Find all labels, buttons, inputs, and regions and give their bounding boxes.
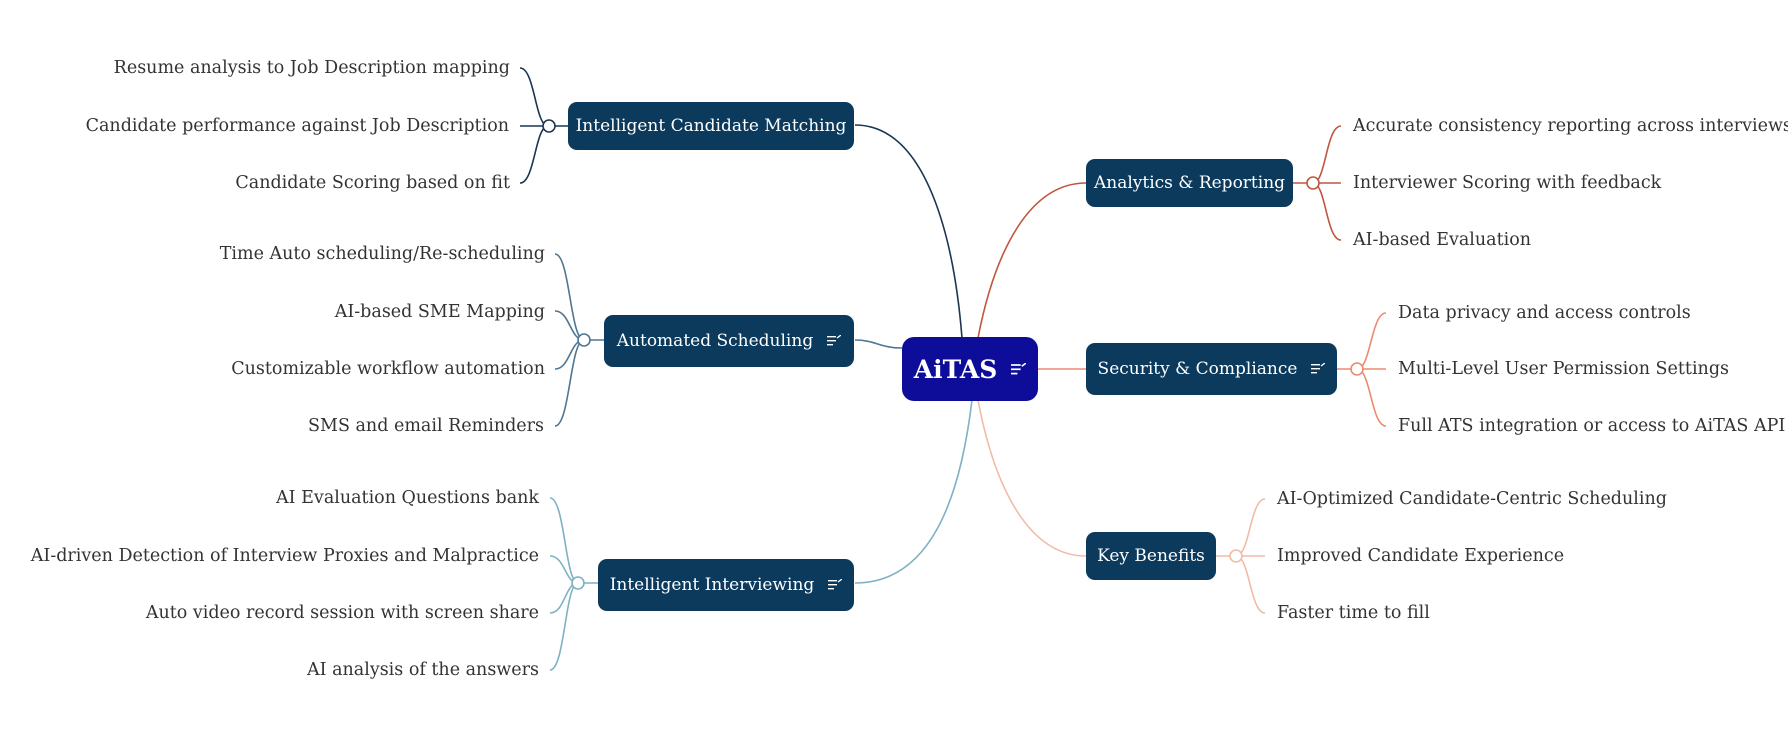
leaf-matching-2[interactable]: Candidate performance against Job Descri… [85, 116, 509, 136]
branch-label-analytics: Analytics & Reporting [1093, 173, 1286, 193]
branch-node-interviewing[interactable]: Intelligent Interviewing [598, 559, 854, 611]
branch-label-matching: Intelligent Candidate Matching [575, 116, 847, 136]
branch-label-scheduling: Automated Scheduling [616, 331, 814, 351]
leaf-benefits-3[interactable]: Faster time to fill [1277, 603, 1430, 623]
link-root-scheduling [854, 339, 903, 349]
collapse-dot-benefits [1229, 549, 1243, 563]
leaf-security-1[interactable]: Data privacy and access controls [1398, 303, 1691, 323]
leaf-benefits-1[interactable]: AI-Optimized Candidate-Centric Schedulin… [1277, 489, 1667, 509]
branch-node-security[interactable]: Security & Compliance [1086, 343, 1337, 395]
leaf-interviewing-2[interactable]: AI-driven Detection of Interview Proxies… [30, 546, 539, 566]
leaf-analytics-3[interactable]: AI-based Evaluation [1353, 230, 1532, 250]
leaf-matching-1[interactable]: Resume analysis to Job Description mappi… [113, 58, 510, 78]
leaf-security-2[interactable]: Multi-Level User Permission Settings [1398, 359, 1730, 379]
link-root-benefits [977, 399, 1087, 557]
note-icon [1011, 362, 1027, 374]
leaf-analytics-2[interactable]: Interviewer Scoring with feedback [1353, 173, 1662, 193]
leaf-security-3[interactable]: Full ATS integration or access to AiTAS … [1398, 416, 1786, 436]
leaf-interviewing-3[interactable]: Auto video record session with screen sh… [145, 603, 539, 623]
note-icon [828, 579, 843, 590]
collapse-dot-matching [542, 119, 556, 133]
note-icon [827, 335, 842, 346]
leaf-scheduling-3[interactable]: Customizable workflow automation [231, 359, 545, 379]
leaf-scheduling-4[interactable]: SMS and email Reminders [308, 416, 544, 436]
root-label: AiTAS [913, 354, 998, 384]
leaf-interviewing-1[interactable]: AI Evaluation Questions bank [276, 488, 539, 508]
note-icon [1311, 363, 1326, 374]
collapse-dot-interviewing [571, 576, 585, 590]
root-node[interactable]: AiTAS [902, 337, 1038, 401]
branch-node-analytics[interactable]: Analytics & Reporting [1086, 159, 1293, 207]
branch-label-interviewing: Intelligent Interviewing [609, 575, 815, 595]
leaf-scheduling-1[interactable]: Time Auto scheduling/Re-scheduling [219, 244, 545, 264]
leaf-interviewing-4[interactable]: AI analysis of the answers [306, 660, 539, 680]
branch-node-matching[interactable]: Intelligent Candidate Matching [568, 102, 854, 150]
link-root-analytics [977, 182, 1087, 339]
leaf-benefits-2[interactable]: Improved Candidate Experience [1277, 546, 1565, 566]
collapse-dot-scheduling [577, 333, 591, 347]
branch-label-benefits: Key Benefits [1097, 546, 1205, 566]
collapse-dot-analytics [1306, 176, 1320, 190]
leaf-scheduling-2[interactable]: AI-based SME Mapping [334, 302, 545, 322]
branch-label-security: Security & Compliance [1097, 359, 1298, 379]
leaf-analytics-1[interactable]: Accurate consistency reporting across in… [1353, 116, 1788, 136]
link-root-interviewing [854, 399, 973, 584]
link-root-matching [854, 124, 963, 339]
leaf-matching-3[interactable]: Candidate Scoring based on fit [235, 173, 510, 193]
collapse-dot-security [1350, 362, 1364, 376]
branch-node-scheduling[interactable]: Automated Scheduling [604, 315, 854, 367]
branch-node-benefits[interactable]: Key Benefits [1086, 532, 1216, 580]
